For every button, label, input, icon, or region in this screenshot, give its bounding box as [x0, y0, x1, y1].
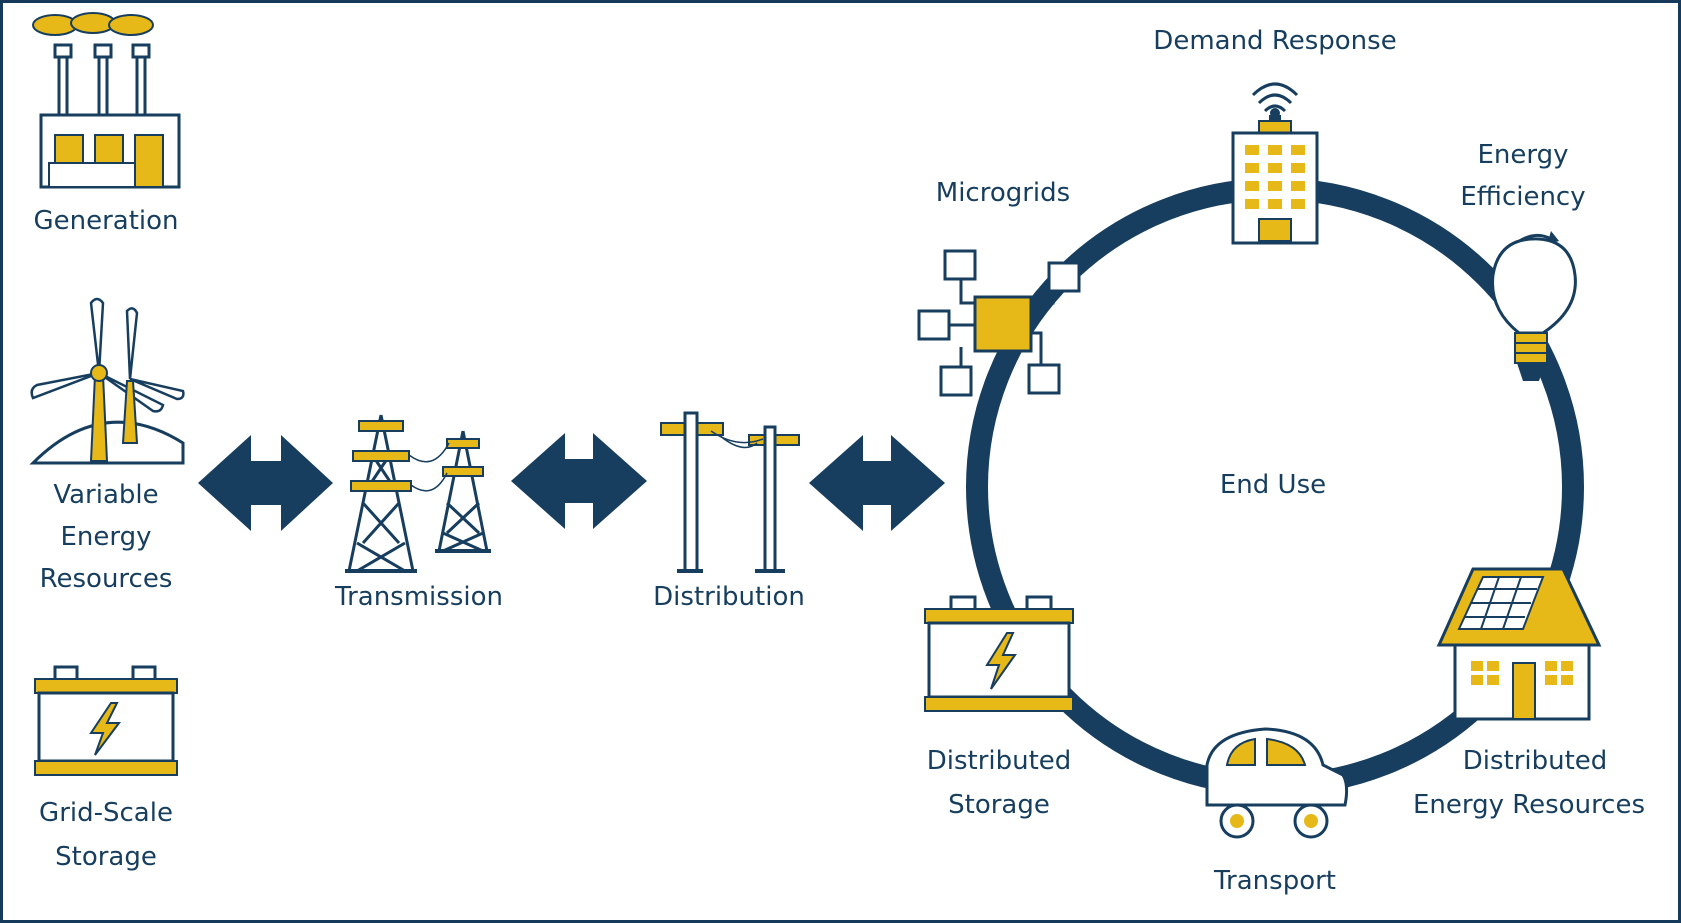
- distribution-label: Distribution: [653, 582, 805, 612]
- energy-efficiency-label-line1: Energy: [1477, 140, 1568, 170]
- double-arrow-icon: [809, 435, 945, 531]
- microgrid-icon: [917, 249, 1081, 397]
- smart-building-icon: [1231, 82, 1319, 245]
- end-use-label: End Use: [1220, 470, 1326, 500]
- generation-label: Generation: [33, 206, 178, 236]
- factory-icon: [32, 12, 181, 189]
- grid-storage-label-line2: Storage: [55, 842, 157, 872]
- utility-pole-icon: [660, 411, 800, 573]
- double-arrow-icon: [198, 435, 333, 531]
- variable-label-line2: Energy: [60, 522, 151, 552]
- battery-icon: [34, 665, 178, 776]
- car-icon: [1205, 727, 1349, 839]
- der-label-line2: Energy Resources: [1413, 790, 1645, 820]
- transmission-label: Transmission: [334, 582, 503, 612]
- solar-house-icon: [1436, 567, 1602, 721]
- variable-label-line1: Variable: [53, 480, 158, 510]
- energy-system-diagram: Generation Variable Energy Resources Gri…: [29, 12, 1645, 896]
- der-label-line1: Distributed: [1463, 746, 1608, 776]
- demand-response-label: Demand Response: [1153, 26, 1396, 56]
- double-arrow-icon: [511, 433, 647, 529]
- transport-label: Transport: [1213, 866, 1336, 896]
- lightbulb-icon: [1491, 231, 1577, 381]
- variable-label-line3: Resources: [40, 564, 173, 594]
- energy-efficiency-label-line2: Efficiency: [1460, 182, 1585, 212]
- battery-icon: [924, 595, 1074, 712]
- distributed-storage-label-line1: Distributed: [927, 746, 1072, 776]
- transmission-tower-icon: [345, 414, 491, 573]
- distributed-storage-label-line2: Storage: [948, 790, 1050, 820]
- microgrids-label: Microgrids: [936, 178, 1070, 208]
- wind-turbine-icon: [29, 297, 185, 465]
- grid-storage-label-line1: Grid-Scale: [39, 798, 173, 828]
